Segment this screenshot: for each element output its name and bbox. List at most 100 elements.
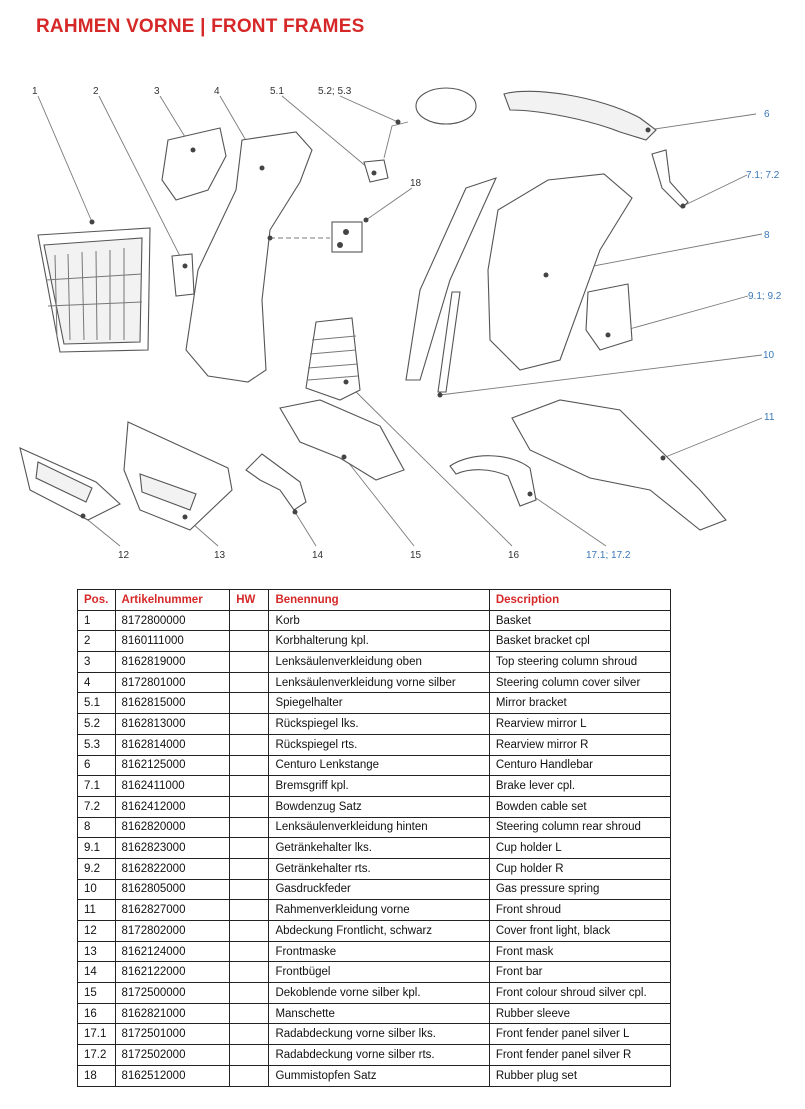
cell-pos: 1 xyxy=(77,609,116,632)
cell-hw xyxy=(229,1064,270,1087)
cell-hw xyxy=(229,754,270,777)
cell-benennung: Korb xyxy=(268,609,490,632)
cell-benennung: Korbhalterung kpl. xyxy=(268,630,490,653)
cell-pos: 3 xyxy=(77,651,116,673)
cell-artikelnummer: 8172801000 xyxy=(114,671,231,694)
brake-lever-part xyxy=(651,149,689,209)
callout-2: 2 xyxy=(93,86,99,97)
cell-hw xyxy=(229,1002,270,1025)
basket-part xyxy=(37,219,151,353)
cell-artikelnummer: 8172802000 xyxy=(114,920,231,942)
cell-hw xyxy=(229,630,270,653)
cell-pos: 17.2 xyxy=(77,1044,116,1066)
cell-pos: 5.2 xyxy=(77,713,116,735)
cell-artikelnummer: 8172500000 xyxy=(114,982,231,1004)
callout-18: 18 xyxy=(410,178,422,189)
cell-hw xyxy=(229,837,270,859)
cell-description: Steering column rear shroud xyxy=(488,816,672,839)
cell-description: Gas pressure spring xyxy=(488,878,672,901)
cell-benennung: Spiegelhalter xyxy=(268,692,490,715)
cell-description: Cup holder L xyxy=(488,837,672,859)
cell-description: Front shroud xyxy=(488,899,672,921)
cell-description: Rearview mirror R xyxy=(488,733,672,756)
cell-artikelnummer: 8162411000 xyxy=(114,775,231,797)
cell-hw xyxy=(229,816,270,839)
page-title: RAHMEN VORNE | FRONT FRAMES xyxy=(36,16,365,37)
cell-hw xyxy=(229,878,270,901)
cell-benennung: Lenksäulenverkleidung oben xyxy=(268,651,490,673)
cell-benennung: Rückspiegel rts. xyxy=(268,733,490,756)
cell-pos: 10 xyxy=(77,878,116,901)
exploded-parts-diagram: 1 2 3 4 5.1 5.2; 5.3 6 7.1; 7.2 8 9.1; 9… xyxy=(0,70,805,570)
cell-artikelnummer: 8160111000 xyxy=(114,630,231,653)
cell-pos: 18 xyxy=(77,1064,116,1087)
cell-artikelnummer: 8162122000 xyxy=(114,961,231,984)
cell-benennung: Radabdeckung vorne silber rts. xyxy=(268,1044,490,1066)
cell-hw xyxy=(229,961,270,984)
front-mask-part xyxy=(123,421,233,531)
callout-5-1: 5.1 xyxy=(270,86,284,97)
cell-hw xyxy=(229,1044,270,1066)
cell-description: Brake lever cpl. xyxy=(488,775,672,797)
callout-17-1-17-2: 17.1; 17.2 xyxy=(586,550,631,561)
cell-hw xyxy=(229,692,270,715)
cell-benennung: Radabdeckung vorne silber lks. xyxy=(268,1023,490,1046)
cell-benennung: Lenksäulenverkleidung vorne silber xyxy=(268,671,490,694)
cell-pos: 9.1 xyxy=(77,837,116,859)
callout-12: 12 xyxy=(118,550,130,561)
cell-artikelnummer: 8162822000 xyxy=(114,857,231,880)
cell-description: Front bar xyxy=(488,961,672,984)
cell-artikelnummer: 8162815000 xyxy=(114,692,231,715)
cell-benennung: Rückspiegel lks. xyxy=(268,713,490,735)
cell-pos: 6 xyxy=(77,754,116,777)
table-header-row: Pos. Artikelnummer HW Benennung Descript… xyxy=(77,589,672,611)
cell-description: Basket bracket cpl xyxy=(488,630,672,653)
front-bar-part xyxy=(245,453,307,515)
callout-4: 4 xyxy=(214,86,220,97)
steering-rod-part xyxy=(405,177,498,398)
cell-benennung: Bremsgriff kpl. xyxy=(268,775,490,797)
parts-diagram-svg: 1 2 3 4 5.1 5.2; 5.3 6 7.1; 7.2 8 9.1; 9… xyxy=(19,86,782,561)
cell-benennung: Gummistopfen Satz xyxy=(268,1064,490,1087)
cell-benennung: Gasdruckfeder xyxy=(268,878,490,901)
cell-description: Centuro Handlebar xyxy=(488,754,672,777)
cell-hw xyxy=(229,609,270,632)
handlebar-part xyxy=(503,90,657,141)
basket-bracket-part xyxy=(171,253,195,297)
cell-artikelnummer: 8162125000 xyxy=(114,754,231,777)
header-description: Description xyxy=(488,589,672,611)
cell-description: Cover front light, black xyxy=(488,920,672,942)
callout-6: 6 xyxy=(764,109,770,120)
cell-pos: 5.1 xyxy=(77,692,116,715)
callout-1: 1 xyxy=(32,86,38,97)
parts-table: Pos. Artikelnummer HW Benennung Descript… xyxy=(77,589,672,1087)
cell-description: Steering column cover silver xyxy=(488,671,672,694)
cell-artikelnummer: 8162805000 xyxy=(114,878,231,901)
front-light-cover-part xyxy=(19,447,121,521)
cell-description: Front colour shroud silver cpl. xyxy=(488,982,672,1004)
cell-artikelnummer: 8172501000 xyxy=(114,1023,231,1046)
cell-benennung: Bowdenzug Satz xyxy=(268,795,490,818)
top-shroud-part xyxy=(161,127,227,201)
cell-artikelnummer: 8162512000 xyxy=(114,1064,231,1087)
cell-artikelnummer: 8162412000 xyxy=(114,795,231,818)
cell-pos: 12 xyxy=(77,920,116,942)
cell-pos: 9.2 xyxy=(77,857,116,880)
cup-holder-part xyxy=(585,283,633,351)
cell-artikelnummer: 8172502000 xyxy=(114,1044,231,1066)
cell-hw xyxy=(229,671,270,694)
callout-8: 8 xyxy=(764,230,770,241)
cell-pos: 7.1 xyxy=(77,775,116,797)
rubber-sleeve-part xyxy=(305,317,361,401)
callout-7-1-7-2: 7.1; 7.2 xyxy=(746,170,780,181)
